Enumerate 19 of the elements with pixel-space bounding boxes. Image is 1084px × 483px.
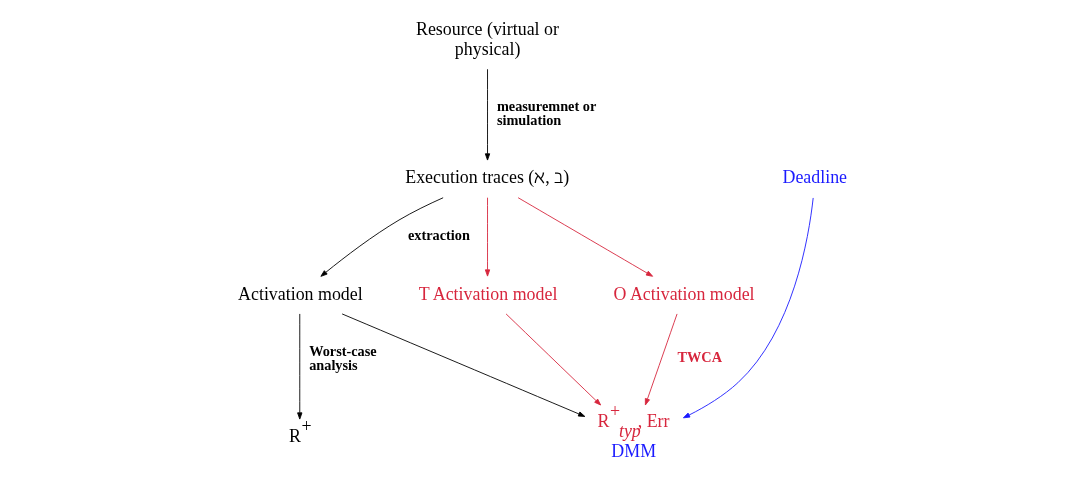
edge-label: measuremnet or simulation bbox=[496, 97, 596, 129]
edge-label: TWCA bbox=[676, 349, 722, 366]
arrow bbox=[505, 313, 601, 406]
arrow bbox=[319, 197, 444, 277]
edge-label: Worst-case analysis bbox=[308, 342, 377, 374]
arrow bbox=[484, 68, 490, 161]
arrow bbox=[682, 197, 814, 419]
arrow bbox=[517, 197, 653, 277]
arrow bbox=[644, 313, 677, 406]
arrow bbox=[296, 313, 302, 420]
node-text: T Activation model bbox=[418, 283, 557, 304]
node-text: Execution traces (ℵ, ℶ) bbox=[404, 167, 569, 188]
node-text: Activation model bbox=[237, 283, 363, 304]
node-text: Deadline bbox=[782, 167, 847, 188]
arrow bbox=[484, 197, 490, 277]
edge-label: extraction bbox=[407, 226, 470, 243]
node-text: Resource (virtual or physical) bbox=[415, 18, 559, 59]
node-text: O Activation model bbox=[613, 283, 755, 304]
arrow bbox=[341, 313, 585, 417]
